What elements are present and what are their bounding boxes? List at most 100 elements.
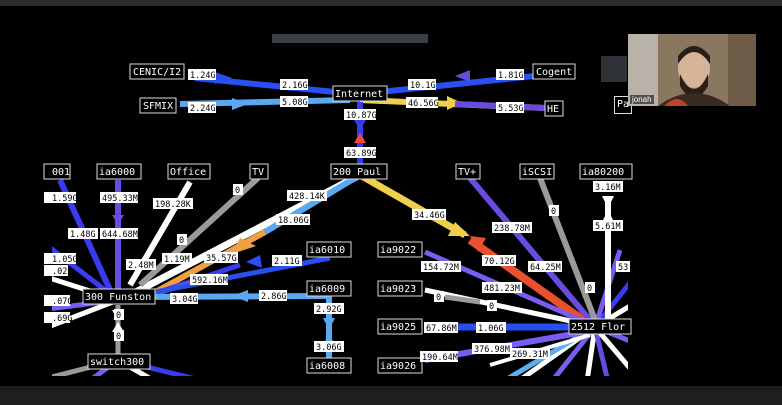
link-label: 0 — [114, 309, 124, 321]
link-label: 2.86G — [259, 290, 287, 302]
link-label: 1.59G — [44, 192, 78, 204]
svg-text:001: 001 — [52, 167, 70, 178]
svg-text:154.72M: 154.72M — [423, 263, 459, 273]
svg-text:5.61M: 5.61M — [595, 222, 621, 232]
link-label: 63.89G — [344, 147, 377, 159]
svg-text:64.25M: 64.25M — [530, 263, 561, 273]
node-office[interactable]: Office — [167, 163, 211, 180]
svg-text:2.86G: 2.86G — [261, 292, 287, 302]
svg-text:0: 0 — [489, 302, 494, 312]
svg-text:35.57G: 35.57G — [206, 254, 237, 264]
svg-text:592.16M: 592.16M — [192, 276, 228, 286]
link-label: 190.64M — [420, 351, 458, 363]
node-tv[interactable]: TV — [249, 163, 269, 180]
link-label: 0 — [585, 282, 595, 294]
svg-text:2.24G: 2.24G — [190, 104, 216, 114]
svg-text:TV: TV — [252, 167, 264, 178]
svg-text:2.16G: 2.16G — [282, 81, 308, 91]
svg-text:0: 0 — [436, 293, 441, 303]
svg-text:.02: .02 — [52, 267, 67, 277]
node-001[interactable]: 001 — [43, 163, 71, 180]
link-label: 2.11G — [272, 255, 302, 267]
node-200-paul[interactable]: 200 Paul — [330, 163, 388, 180]
link-label: .02 — [44, 265, 68, 277]
svg-text:644.68M: 644.68M — [102, 230, 138, 240]
svg-text:1.06G: 1.06G — [478, 324, 504, 334]
link-label: 3.04G — [170, 293, 198, 305]
link-label: 1.19M — [162, 253, 192, 265]
link-label: 3.16M — [593, 181, 623, 193]
link-label: 481.23M — [482, 282, 522, 294]
link-label: 495.33M — [100, 192, 138, 204]
svg-text:ia9023: ia9023 — [380, 284, 416, 295]
svg-text:2.11G: 2.11G — [274, 257, 300, 267]
link-label: 1.24G — [188, 69, 216, 81]
node-ia9022[interactable]: ia9022 — [377, 241, 423, 258]
svg-text:2.92G: 2.92G — [316, 305, 342, 315]
side-panel-box — [601, 56, 627, 82]
link-label: 53 — [616, 261, 630, 273]
node-ia80200[interactable]: ia80200 — [579, 163, 633, 180]
link-label: 35.57G — [204, 252, 238, 264]
svg-text:0: 0 — [587, 284, 592, 294]
link-label: 376.98M — [472, 343, 512, 355]
link-label: 198.28K — [153, 198, 193, 210]
node-2512-flor[interactable]: 2512 Flor — [568, 318, 632, 335]
svg-text:300 Funston: 300 Funston — [85, 292, 151, 303]
node-ia9023[interactable]: ia9023 — [377, 280, 423, 297]
svg-text:5.53G: 5.53G — [498, 104, 524, 114]
node-300-funston[interactable]: 300 Funston — [82, 288, 156, 305]
node-cenic[interactable]: CENIC/I2 — [129, 63, 185, 80]
link-label: 67.86M — [424, 322, 458, 334]
svg-text:ia9025: ia9025 — [380, 322, 416, 333]
svg-text:3.06G: 3.06G — [316, 343, 342, 353]
node-ia6008[interactable]: ia6008 — [306, 357, 352, 374]
node-sfmix[interactable]: SFMIX — [139, 97, 177, 114]
svg-text:46.56G: 46.56G — [408, 99, 439, 109]
node-ia9025[interactable]: ia9025 — [377, 318, 423, 335]
svg-text:HE: HE — [547, 104, 559, 115]
link-label: 1.05G — [44, 253, 78, 265]
svg-text:269.31M: 269.31M — [512, 350, 548, 360]
svg-text:200 Paul: 200 Paul — [333, 167, 381, 178]
link-label: .69G — [44, 312, 72, 324]
svg-text:1.05G: 1.05G — [52, 255, 78, 265]
link-label: 0 — [434, 291, 444, 303]
link-labels: 1.24G 2.16G 10.1G 1.81G 2.24G 5.08G 46.5… — [44, 69, 630, 363]
link-label: 154.72M — [421, 261, 461, 273]
node-cogent[interactable]: Cogent — [532, 63, 576, 80]
svg-text:2.48M: 2.48M — [128, 261, 154, 271]
node-ia6010[interactable]: ia6010 — [306, 241, 352, 258]
node-iscsi[interactable]: iSCSI — [519, 163, 555, 180]
node-ia6009[interactable]: ia6009 — [306, 280, 352, 297]
window-bottom-bar — [0, 386, 782, 405]
svg-text:3.16M: 3.16M — [595, 183, 621, 193]
svg-text:SFMIX: SFMIX — [143, 101, 173, 112]
svg-text:0: 0 — [235, 186, 240, 196]
link-label: .07G — [44, 295, 72, 307]
node-he[interactable]: HE — [544, 100, 564, 117]
svg-text:ia9026: ia9026 — [380, 361, 416, 372]
participant-video[interactable] — [628, 34, 756, 106]
node-internet[interactable]: Internet — [332, 85, 388, 102]
link-label: 238.78M — [492, 222, 532, 234]
link-label: 3.06G — [314, 341, 344, 353]
node-switch300[interactable]: switch300 — [87, 353, 151, 370]
shared-title-bar — [272, 34, 428, 43]
link-label: 5.61M — [593, 220, 623, 232]
link-label: 2.48M — [126, 259, 156, 271]
link-paul-2512 — [358, 171, 467, 239]
svg-text:ia80200: ia80200 — [582, 167, 624, 178]
svg-text:CENIC/I2: CENIC/I2 — [133, 67, 181, 78]
node-ia9026[interactable]: ia9026 — [377, 357, 423, 374]
link-label: 5.53G — [496, 102, 524, 114]
svg-text:1.59G: 1.59G — [52, 194, 78, 204]
svg-text:5.08G: 5.08G — [282, 98, 308, 108]
link-label: 5.08G — [280, 96, 308, 108]
node-ia6000[interactable]: ia6000 — [96, 163, 142, 180]
svg-text:Cogent: Cogent — [536, 67, 572, 78]
svg-text:1.81G: 1.81G — [498, 71, 524, 81]
node-tvplus[interactable]: TV+ — [455, 163, 481, 180]
link-label: 64.25M — [528, 261, 562, 273]
